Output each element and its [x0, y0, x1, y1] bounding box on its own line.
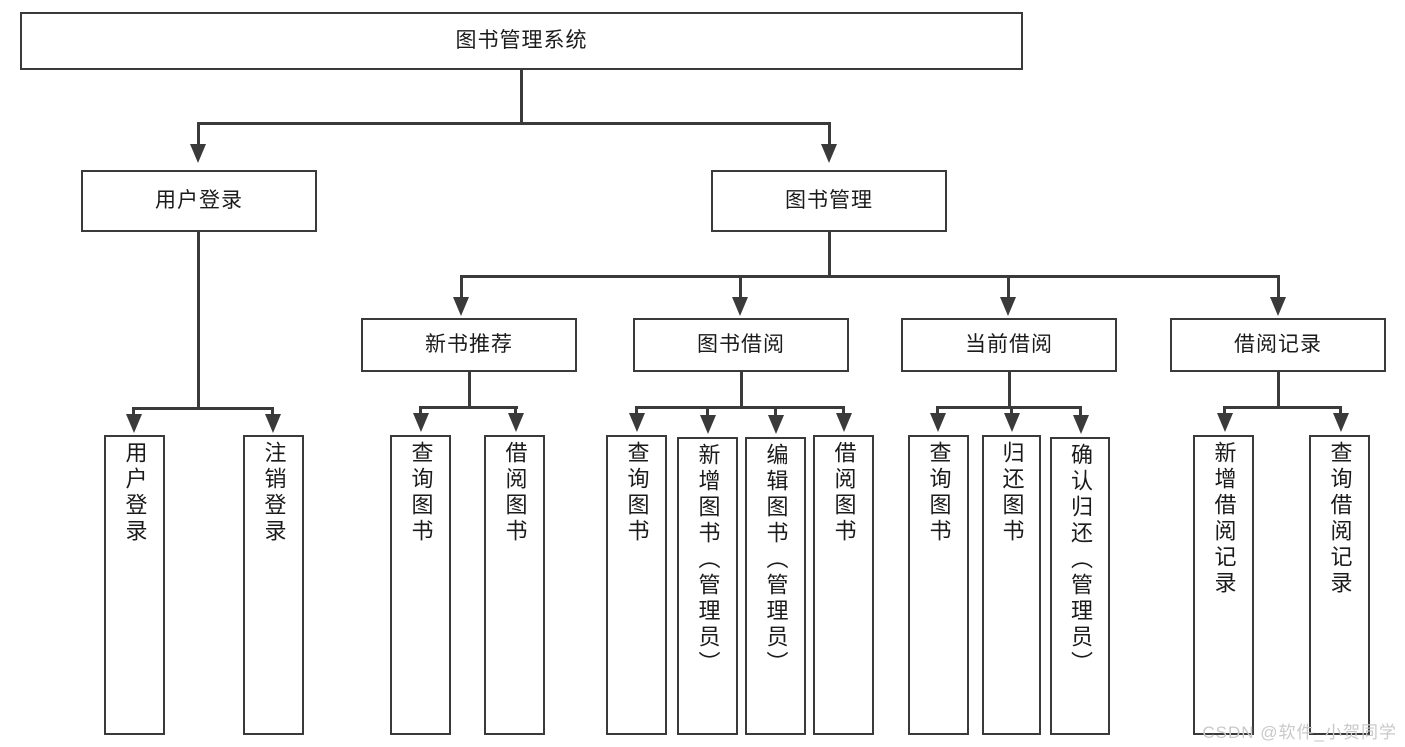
node-label: 用户登录	[122, 441, 148, 545]
node-book-manage[interactable]: 图书管理	[711, 170, 947, 232]
leaf-logout[interactable]: 注销登录	[243, 435, 304, 735]
connector-cb-bar	[937, 406, 1080, 409]
node-label: 归还图书	[999, 441, 1025, 545]
connector-bm-drop-3	[1007, 275, 1010, 300]
node-label: 图书管理	[785, 188, 873, 212]
connector-root-bar	[198, 122, 831, 125]
connector-nbr-drop-2	[514, 406, 517, 415]
connector-bb-stem	[740, 372, 743, 408]
arrowhead-cb-return-book	[1004, 413, 1020, 432]
connector-user-login-drop-2	[271, 407, 274, 416]
connector-nbr-bar	[420, 406, 518, 409]
arrowhead-bb-query-book	[629, 413, 645, 432]
node-label: 图书管理系统	[455, 28, 588, 52]
node-label: 注销登录	[261, 441, 287, 545]
connector-cb-drop-3	[1079, 406, 1082, 417]
arrowhead-nbr-borrow-book	[508, 413, 524, 432]
node-label: 编辑图书（管理员）	[763, 443, 789, 677]
node-label: 借阅图书	[831, 441, 857, 545]
leaf-nbr-borrow-book[interactable]: 借阅图书	[484, 435, 545, 735]
node-label: 当前借阅	[965, 332, 1053, 356]
node-new-book-recommend[interactable]: 新书推荐	[361, 318, 577, 372]
arrowhead-book-borrow	[732, 297, 748, 316]
arrowhead-br-query-record	[1333, 413, 1349, 432]
arrowhead-bb-borrow-book	[836, 413, 852, 432]
node-label: 查询图书	[926, 441, 952, 545]
arrowhead-new-book-recommend	[453, 297, 469, 316]
watermark-text: CSDN @软件_小贺同学	[1202, 723, 1397, 742]
connector-cb-drop-2	[1010, 406, 1013, 415]
connector-bm-drop-2	[739, 275, 742, 300]
connector-root-to-book-manage	[828, 122, 831, 147]
node-label: 借阅图书	[502, 441, 528, 545]
arrowhead-leaf-logout	[265, 414, 281, 433]
node-label: 新书推荐	[425, 332, 513, 356]
arrowhead-current-borrow	[1000, 297, 1016, 316]
leaf-bb-edit-book[interactable]: 编辑图书（管理员）	[745, 437, 806, 735]
arrowhead-br-add-record	[1217, 413, 1233, 432]
connector-user-login-stem	[197, 232, 200, 409]
arrowhead-cb-confirm-return	[1073, 415, 1089, 434]
connector-bb-bar	[636, 406, 844, 409]
leaf-bb-borrow-book[interactable]: 借阅图书	[813, 435, 874, 735]
connector-br-drop-1	[1223, 406, 1226, 415]
connector-nbr-drop-1	[419, 406, 422, 415]
connector-book-manage-stem	[828, 232, 831, 277]
connector-bb-drop-3	[774, 406, 777, 417]
node-label: 确认归还（管理员）	[1068, 443, 1093, 677]
leaf-bb-query-book[interactable]: 查询图书	[606, 435, 667, 735]
arrowhead-to-book-manage	[821, 144, 837, 163]
connector-bm-drop-1	[460, 275, 463, 300]
arrowhead-borrow-record	[1270, 297, 1286, 316]
connector-br-drop-2	[1339, 406, 1342, 415]
connector-nbr-stem	[468, 372, 471, 408]
node-borrow-record[interactable]: 借阅记录	[1170, 318, 1386, 372]
connector-bb-drop-1	[635, 406, 638, 415]
leaf-cb-return-book[interactable]: 归还图书	[982, 435, 1041, 735]
connector-bb-drop-4	[842, 406, 845, 415]
node-label: 新增借阅记录	[1211, 441, 1237, 597]
leaf-br-add-record[interactable]: 新增借阅记录	[1193, 435, 1254, 735]
node-label: 图书借阅	[697, 332, 785, 356]
arrowhead-leaf-user-login	[126, 414, 142, 433]
connector-br-bar	[1224, 406, 1341, 409]
arrowhead-cb-query-book	[930, 413, 946, 432]
connector-book-manage-bar	[461, 275, 1279, 278]
leaf-cb-confirm-return[interactable]: 确认归还（管理员）	[1050, 437, 1110, 735]
node-label: 查询图书	[624, 441, 650, 545]
node-label: 查询借阅记录	[1327, 441, 1353, 597]
arrowhead-bb-add-book	[700, 415, 716, 434]
node-label: 查询图书	[408, 441, 434, 545]
leaf-nbr-query-book[interactable]: 查询图书	[390, 435, 451, 735]
node-label: 新增图书（管理员）	[695, 443, 721, 677]
node-label: 借阅记录	[1234, 332, 1322, 356]
arrowhead-nbr-query-book	[413, 413, 429, 432]
connector-cb-drop-1	[936, 406, 939, 415]
node-root-system[interactable]: 图书管理系统	[20, 12, 1023, 70]
connector-root-stem	[520, 70, 523, 123]
connector-user-login-bar	[133, 407, 272, 410]
node-current-borrow[interactable]: 当前借阅	[901, 318, 1117, 372]
leaf-br-query-record[interactable]: 查询借阅记录	[1309, 435, 1370, 735]
node-label: 用户登录	[155, 188, 243, 212]
arrowhead-to-user-login	[190, 144, 206, 163]
node-book-borrow[interactable]: 图书借阅	[633, 318, 849, 372]
connector-bm-drop-4	[1277, 275, 1280, 300]
connector-cb-stem	[1008, 372, 1011, 408]
leaf-cb-query-book[interactable]: 查询图书	[908, 435, 969, 735]
connector-user-login-drop-1	[132, 407, 135, 416]
connector-root-to-user-login	[197, 122, 200, 147]
leaf-user-login[interactable]: 用户登录	[104, 435, 165, 735]
connector-bb-drop-2	[706, 406, 709, 417]
arrowhead-bb-edit-book	[768, 415, 784, 434]
leaf-bb-add-book[interactable]: 新增图书（管理员）	[677, 437, 738, 735]
connector-br-stem	[1277, 372, 1280, 408]
node-user-login[interactable]: 用户登录	[81, 170, 317, 232]
